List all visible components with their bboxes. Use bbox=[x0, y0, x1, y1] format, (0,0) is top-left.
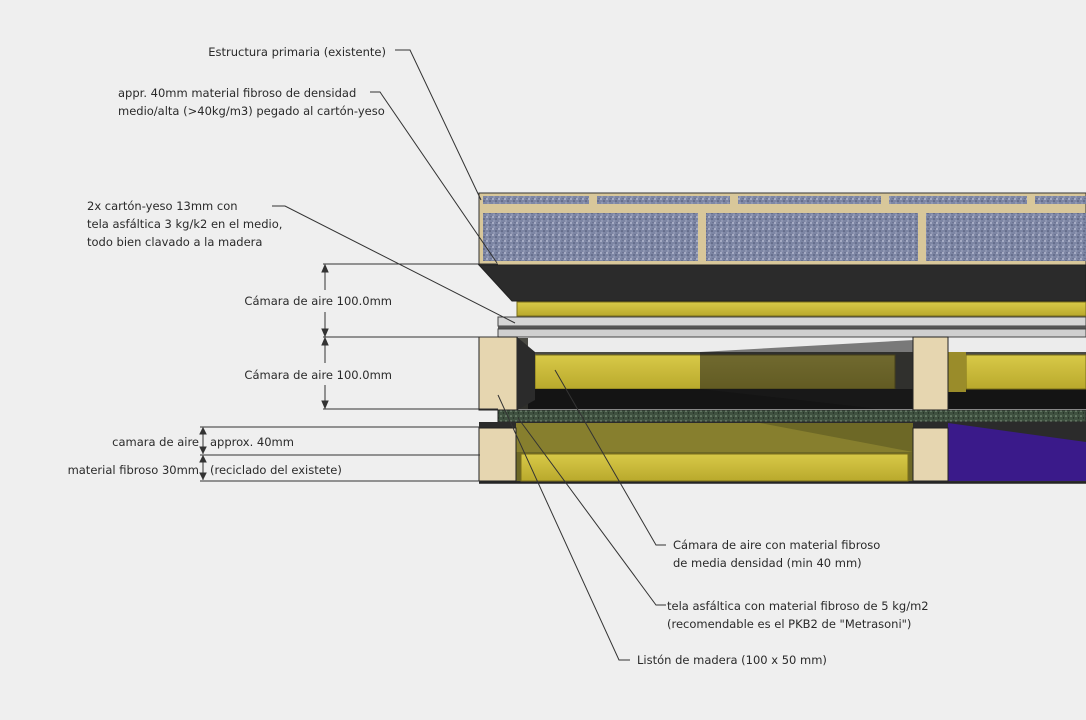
dimension-lines bbox=[199, 263, 498, 482]
label-gypsum-line2: tela asfáltica 3 kg/k2 en el medio, bbox=[87, 217, 283, 231]
label-primary-structure: Estructura primaria (existente) bbox=[208, 45, 386, 59]
leader-lines bbox=[272, 49, 666, 661]
label-recycled: (reciclado del existete) bbox=[210, 463, 342, 477]
label-fibrous-30mm: material fibroso 30mm bbox=[67, 463, 199, 477]
wood-battens-middle bbox=[478, 336, 949, 411]
label-fibrous-40mm-line1: appr. 40mm material fibroso de densidad bbox=[118, 86, 357, 100]
asphalt-felt-layer bbox=[497, 409, 1086, 423]
primary-structure-layer bbox=[478, 192, 1086, 266]
middle-air-cavity bbox=[516, 338, 1086, 409]
label-air-cavity-small: camara de aire bbox=[112, 435, 199, 449]
label-air-cavity-2: Cámara de aire 100.0mm bbox=[244, 368, 392, 382]
label-asphalt-felt-line2: (recomendable es el PKB2 de "Metrasoni") bbox=[667, 617, 912, 631]
label-wood-batten: Listón de madera (100 x 50 mm) bbox=[637, 653, 827, 667]
label-gypsum-line1: 2x cartón-yeso 13mm con bbox=[87, 199, 238, 213]
label-air-cavity-1: Cámara de aire 100.0mm bbox=[244, 294, 392, 308]
label-cavity-fibrous-line1: Cámara de aire con material fibroso bbox=[673, 538, 881, 552]
label-asphalt-felt-line1: tela asfáltica con material fibroso de 5… bbox=[667, 599, 929, 613]
label-approx-40mm: approx. 40mm bbox=[210, 435, 294, 449]
bottom-layer bbox=[478, 422, 1086, 484]
fibrous-material-40mm bbox=[516, 301, 1086, 317]
dark-board-layer bbox=[477, 264, 1086, 302]
label-cavity-fibrous-line2: de media densidad (min 40 mm) bbox=[673, 556, 862, 570]
label-fibrous-40mm-line2: medio/alta (>40kg/m3) pegado al cartón-y… bbox=[118, 104, 385, 118]
gypsum-boards bbox=[497, 316, 1086, 338]
label-gypsum-line3: todo bien clavado a la madera bbox=[87, 235, 263, 249]
